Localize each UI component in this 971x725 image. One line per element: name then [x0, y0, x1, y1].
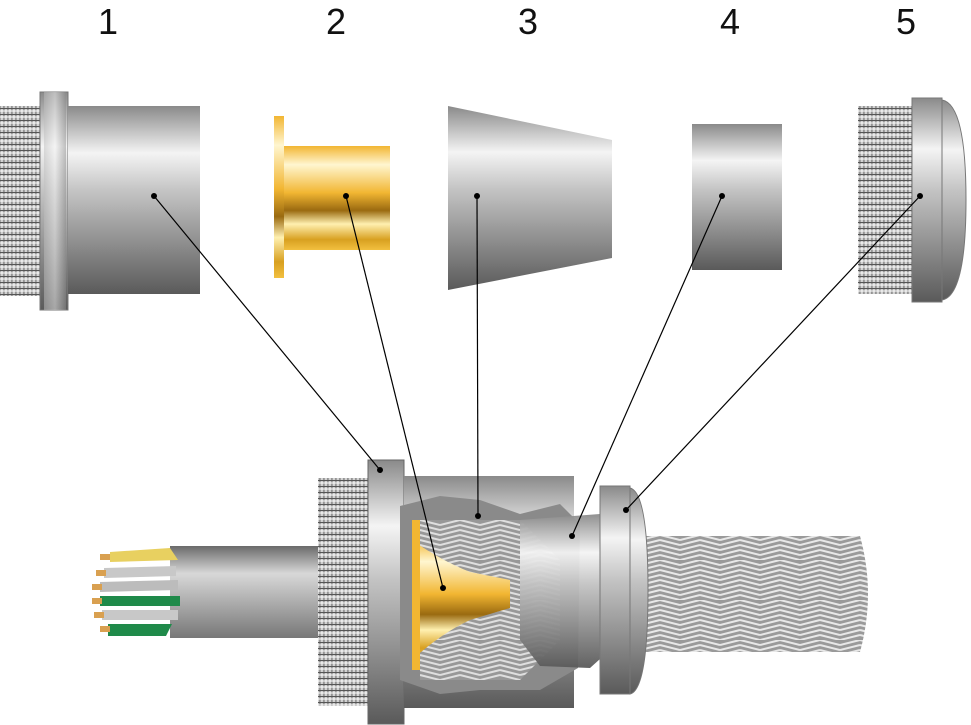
part-1-body: [0, 91, 200, 311]
assembly: [92, 459, 868, 725]
cable-wires: [92, 548, 180, 636]
leader-lines: [153, 195, 921, 589]
part-number-2: 2: [325, 1, 347, 42]
part-4-sleeve: [692, 124, 782, 270]
part-5-nut: [858, 97, 967, 303]
part-2-brass-cone: [274, 116, 390, 278]
part-number-4: 4: [719, 1, 741, 42]
leader-line-3: [476, 195, 479, 517]
part-number-1: 1: [97, 1, 119, 42]
leader-line-5: [625, 195, 921, 511]
leader-line-1: [153, 195, 381, 471]
part-number-5: 5: [895, 1, 917, 42]
part-3-clamping-cone: [448, 106, 612, 290]
leader-line-2: [345, 195, 444, 589]
leader-line-4: [571, 195, 723, 537]
part-number-3: 3: [517, 1, 539, 42]
